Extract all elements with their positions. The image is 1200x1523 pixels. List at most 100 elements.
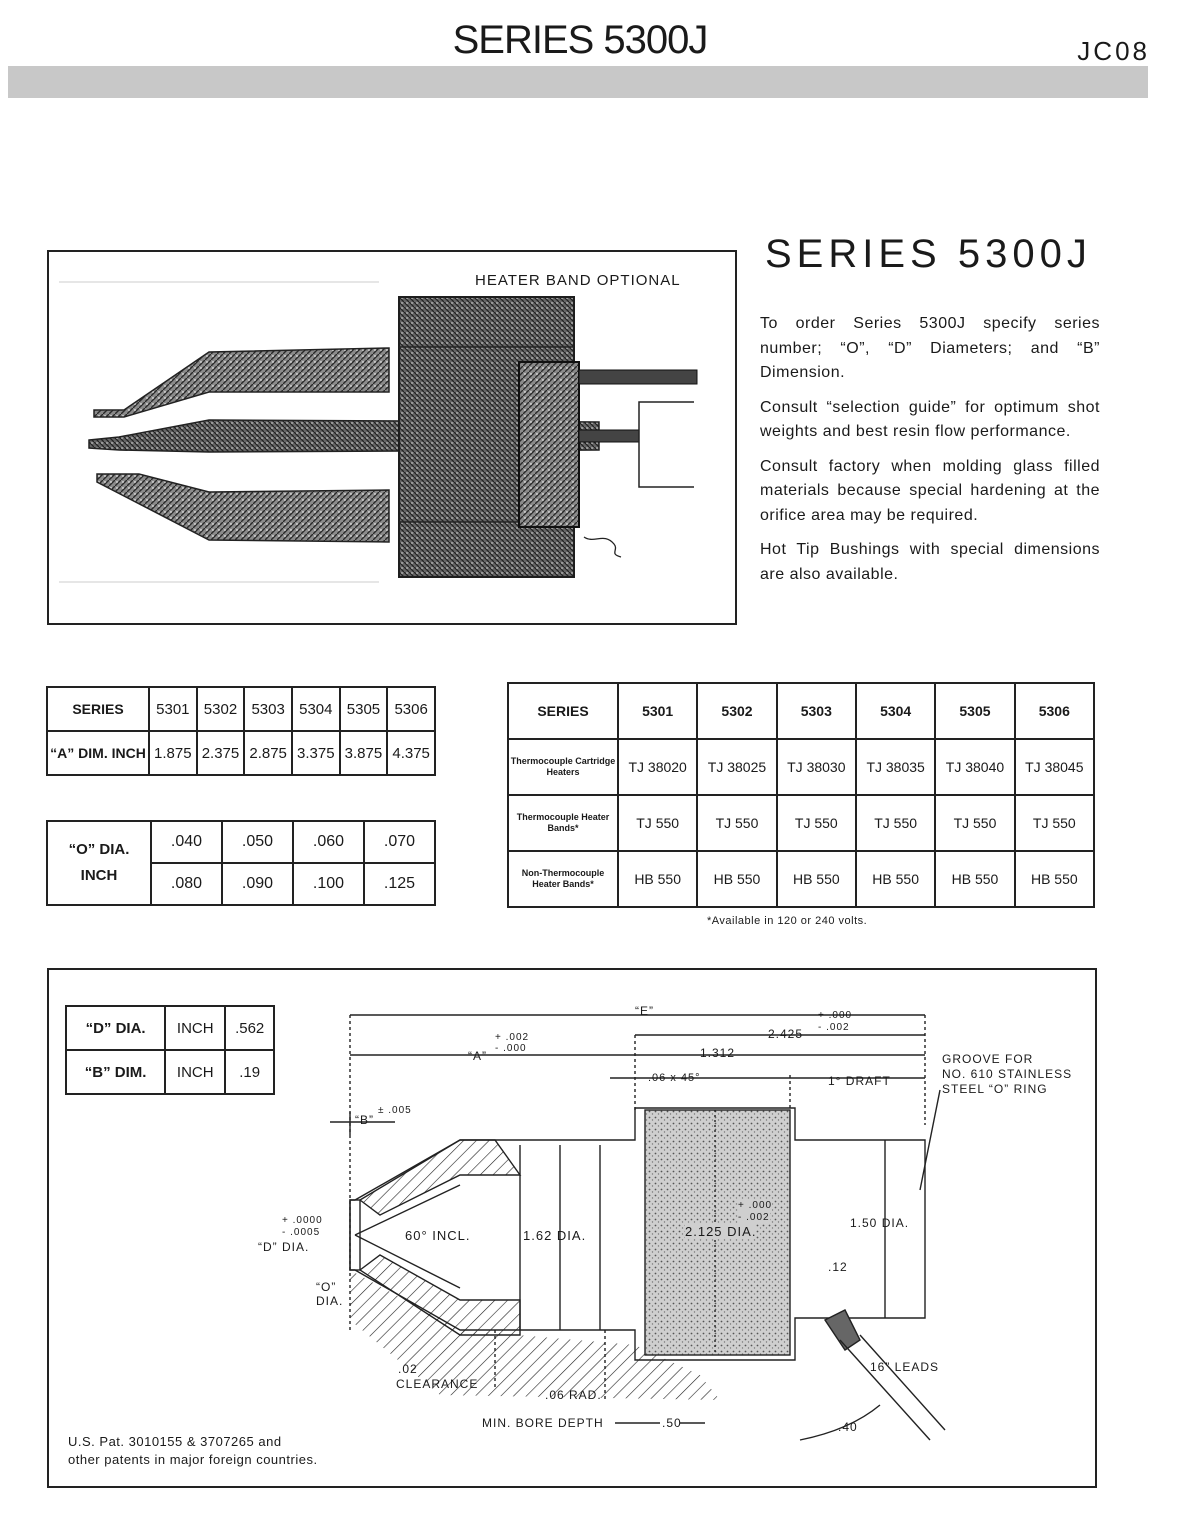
product-photo <box>47 250 737 625</box>
leads-label: 16” LEADS <box>870 1360 940 1374</box>
technical-drawing <box>47 968 1097 1488</box>
series-cell: 5301 <box>148 686 198 732</box>
heater-band-label: HEATER BAND OPTIONAL <box>475 272 681 289</box>
page-title: SERIES 5300J <box>452 18 709 62</box>
o-diameter-table: “O” DIA. INCH .040 .050 .060 .070 .080 .… <box>46 820 436 906</box>
d-b-dimension-table: “D” DIA. INCH .562 “B” DIM. INCH .19 <box>64 1005 275 1095</box>
series-cell: 5303 <box>243 686 293 732</box>
row-label: Thermocouple Heater Bands* <box>507 794 619 852</box>
table-row: .080 .090 .100 .125 <box>47 862 436 906</box>
dim-12-label: .12 <box>828 1260 848 1274</box>
paragraph-glass: Consult factory when molding glass fille… <box>760 457 1100 524</box>
series-cell: 5304 <box>290 686 341 732</box>
e-dim-label: “E” <box>635 1004 654 1018</box>
series-cell: 5302 <box>696 682 778 740</box>
a-dim-label: “A” <box>468 1049 487 1063</box>
paragraph-selection: Consult “selection guide” for optimum sh… <box>760 398 1100 441</box>
series-cell: 5305 <box>338 686 389 732</box>
table-row: “B” DIM. INCH .19 <box>64 1049 275 1095</box>
series-cell: 5303 <box>775 682 857 740</box>
heater-cell: HB 550 <box>934 850 1016 908</box>
heater-cell: TJ 38035 <box>854 738 937 796</box>
o-dia-cell: .080 <box>150 862 223 906</box>
o-dia-unit: INCH <box>80 867 118 884</box>
heater-cell: TJ 550 <box>1013 794 1096 852</box>
d-tol-minus: - .0005 <box>282 1227 321 1238</box>
o-dia-cell: .090 <box>221 862 294 906</box>
o-dia-cell: .060 <box>292 820 365 864</box>
heater-cell: TJ 38030 <box>775 738 857 796</box>
table-row: Non-Thermocouple Heater Bands* HB 550 HB… <box>507 850 1096 908</box>
series-cell: 5301 <box>616 682 699 740</box>
heater-cell: TJ 38025 <box>696 738 778 796</box>
b-dim-label: “B” DIM. <box>64 1049 167 1095</box>
series-cell: 5306 <box>386 686 436 732</box>
series-cell: 5305 <box>934 682 1016 740</box>
heater-cell: TJ 38020 <box>616 738 699 796</box>
d-dia-label: “D” DIA. <box>258 1240 310 1254</box>
o-dia-label: “O” DIA. <box>316 1280 344 1308</box>
dia-150-label: 1.50 DIA. <box>850 1216 910 1230</box>
row-label: Thermocouple Cartridge Heaters <box>507 738 619 796</box>
clearance-label: CLEARANCE <box>396 1377 479 1391</box>
series-header: SERIES <box>507 682 619 740</box>
heater-cell: TJ 38040 <box>934 738 1016 796</box>
o-dia-cell: .100 <box>292 862 365 906</box>
a-dim-cell: 1.875 <box>148 730 198 776</box>
header-bar <box>8 66 1148 98</box>
heater-cell: TJ 550 <box>696 794 778 852</box>
table-row: “A” DIM. INCH 1.875 2.375 2.875 3.375 3.… <box>46 730 436 776</box>
heater-cell: HB 550 <box>775 850 857 908</box>
table-row: SERIES 5301 5302 5303 5304 5305 5306 <box>507 682 1096 740</box>
heater-table: SERIES 5301 5302 5303 5304 5305 5306 The… <box>507 682 1096 908</box>
heater-cell: TJ 550 <box>616 794 699 852</box>
a-tol-plus: + .002 <box>495 1032 530 1043</box>
e-tol-plus: + .000 <box>818 1010 853 1021</box>
page-code: JC08 <box>1077 36 1150 66</box>
b-tol-label: ± .005 <box>378 1105 412 1116</box>
side-title: SERIES 5300J <box>765 232 1092 276</box>
e-tol-minus: - .002 <box>818 1022 850 1033</box>
a-dim-header: “A” DIM. INCH <box>46 730 150 776</box>
groove-label: GROOVE FOR NO. 610 STAINLESS STEEL “O” R… <box>942 1052 1073 1096</box>
d-dia-value: .562 <box>224 1005 275 1051</box>
b-dim-label: “B” <box>355 1113 374 1127</box>
dim-2425-label: 2.425 <box>768 1027 804 1041</box>
dim-40-label: .40 <box>838 1420 858 1434</box>
paragraph-order: To order Series 5300J specify series num… <box>760 315 1100 381</box>
bushing-photo-illustration <box>59 281 698 583</box>
dia-tol-minus: - .002 <box>738 1212 770 1223</box>
a-tol-minus: - .000 <box>495 1043 527 1054</box>
d-tol-plus: + .0000 <box>282 1215 323 1226</box>
d-dia-unit: INCH <box>164 1005 227 1051</box>
min-bore-label: MIN. BORE DEPTH <box>482 1416 604 1430</box>
o-dia-cell: .070 <box>363 820 436 864</box>
patent-line-2: other patents in major foreign countries… <box>68 1452 318 1467</box>
table-row: “D” DIA. INCH .562 <box>64 1005 275 1051</box>
o-dia-label: “O” DIA. <box>68 841 130 858</box>
o-dia-cell: .125 <box>363 862 436 906</box>
a-dim-cell: 2.375 <box>195 730 246 776</box>
order-instructions: To order Series 5300J specify series num… <box>760 312 1100 597</box>
table-row: SERIES 5301 5302 5303 5304 5305 5306 <box>46 686 436 732</box>
a-dim-cell: 3.375 <box>290 730 341 776</box>
d-dia-label: “D” DIA. <box>64 1005 167 1051</box>
paragraph-special: Hot Tip Bushings with special dimensions… <box>760 541 1100 583</box>
incl-angle-label: 60° INCL. <box>405 1228 471 1243</box>
patent-notice: U.S. Pat. 3010155 & 3707265 and other pa… <box>68 1433 318 1469</box>
voltage-footnote: *Available in 120 or 240 volts. <box>707 915 868 927</box>
dim-1312-label: 1.312 <box>700 1046 736 1060</box>
heater-cell: HB 550 <box>616 850 699 908</box>
dia-tol-plus: + .000 <box>738 1200 773 1211</box>
series-cell: 5306 <box>1013 682 1096 740</box>
patent-line-1: U.S. Pat. 3010155 & 3707265 and <box>68 1434 282 1449</box>
chamfer-label: .06 x 45° <box>648 1072 701 1084</box>
a-dim-cell: 4.375 <box>386 730 436 776</box>
clearance-value: .02 <box>398 1362 418 1376</box>
dia-2125-label: 2.125 DIA. <box>685 1224 757 1239</box>
o-dia-cell: .040 <box>150 820 223 864</box>
a-dim-cell: 2.875 <box>243 730 293 776</box>
heater-cell: HB 550 <box>854 850 937 908</box>
rad-label: .06 RAD. <box>545 1388 602 1402</box>
